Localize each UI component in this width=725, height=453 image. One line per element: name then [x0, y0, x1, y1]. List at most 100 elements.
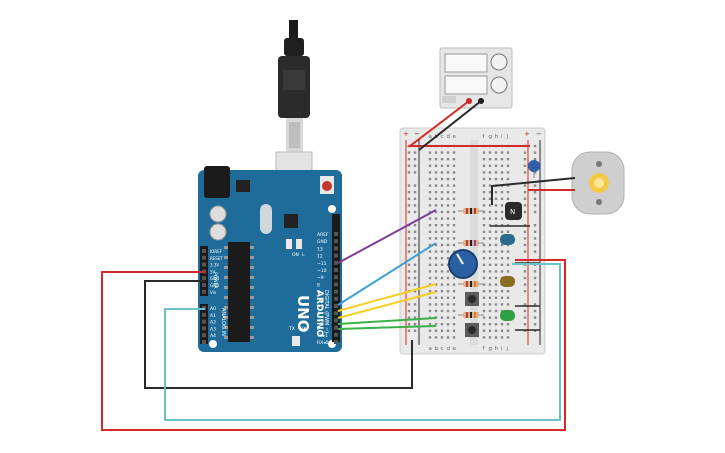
- led-blue: [500, 234, 515, 245]
- breadboard-hole: [452, 323, 456, 326]
- breadboard-hole: [446, 210, 450, 214]
- breadboard-hole: [494, 204, 498, 207]
- rail-hole: [533, 144, 537, 148]
- breadboard-hole: [452, 151, 456, 154]
- breadboard-hole: [440, 171, 444, 174]
- rail-hole: [413, 197, 417, 200]
- breadboard-hole: [446, 224, 450, 227]
- wires: [101, 100, 576, 431]
- rail-hole: [523, 237, 527, 240]
- board-model-label: UNO: [294, 295, 312, 333]
- analog-header: [200, 304, 208, 344]
- digital-pin-label: 7: [317, 290, 320, 296]
- breadboard-hole: [488, 257, 492, 260]
- rail-hole: [413, 191, 417, 194]
- breadboard-hole: [488, 250, 492, 253]
- rail-hole: [523, 151, 527, 154]
- breadboard-hole: [494, 151, 498, 154]
- breadboard-holes: [407, 144, 537, 339]
- breadboard-hole: [452, 237, 456, 240]
- breadboard-hole: [500, 204, 504, 207]
- breadboard-hole: [440, 336, 444, 339]
- breadboard-column-label: a: [429, 346, 432, 352]
- breadboard-hole: [428, 237, 432, 240]
- breadboard-hole: [452, 217, 456, 220]
- rail-hole: [407, 316, 411, 319]
- breadboard-hole: [434, 158, 438, 161]
- power-pin-label: 5V: [210, 269, 216, 274]
- rail-hole: [413, 158, 417, 161]
- breadboard-hole: [488, 296, 492, 299]
- breadboard-hole: [434, 177, 438, 181]
- breadboard-hole: [494, 197, 498, 200]
- breadboard-column-label: e: [453, 134, 457, 140]
- breadboard-hole: [506, 250, 510, 253]
- breadboard-hole: [494, 171, 498, 174]
- breadboard-hole: [446, 323, 450, 326]
- breadboard-hole: [428, 276, 432, 280]
- breadboard-hole: [440, 224, 444, 227]
- breadboard-column-label: j: [506, 134, 509, 140]
- rail-hole: [413, 210, 417, 214]
- breadboard-hole: [440, 158, 444, 161]
- breadboard-hole: [488, 303, 492, 306]
- rail-hole: [407, 230, 411, 233]
- power-pin-label: IOREF: [210, 249, 223, 254]
- breadboard-hole: [488, 224, 492, 227]
- rail-hole: [523, 230, 527, 233]
- rail-hole: [407, 270, 411, 273]
- breadboard-hole: [434, 316, 438, 319]
- breadboard-hole: [428, 184, 432, 187]
- wire-5v-red: [101, 259, 566, 431]
- breadboard-column-label: c: [441, 134, 444, 140]
- breadboard-hole: [482, 230, 486, 233]
- breadboard-hole: [434, 250, 438, 253]
- breadboard-hole: [446, 336, 450, 339]
- analog-pin: [202, 312, 206, 317]
- breadboard-hole: [440, 263, 444, 266]
- breadboard-hole: [494, 329, 498, 332]
- breadboard-hole: [440, 296, 444, 299]
- breadboard-hole: [446, 263, 450, 266]
- digital-pin: [334, 268, 338, 272]
- rail-hole: [407, 263, 411, 266]
- breadboard-hole: [434, 191, 438, 194]
- rail-hole: [533, 204, 537, 207]
- breadboard-hole: [428, 177, 432, 181]
- rail-hole: [407, 191, 411, 194]
- breadboard-hole: [482, 151, 486, 154]
- rail-hole: [407, 237, 411, 240]
- resistor-1: [458, 208, 484, 214]
- breadboard-hole: [488, 237, 492, 240]
- breadboard-hole: [488, 323, 492, 326]
- breadboard-hole: [440, 237, 444, 240]
- breadboard-hole: [488, 191, 492, 194]
- rail-hole: [523, 171, 527, 174]
- breadboard-hole: [446, 303, 450, 306]
- breadboard-hole: [434, 296, 438, 299]
- breadboard-hole: [500, 296, 504, 299]
- breadboard-hole: [452, 191, 456, 194]
- breadboard-hole: [500, 210, 504, 214]
- breadboard-hole: [494, 243, 498, 247]
- breadboard-hole: [452, 303, 456, 306]
- led-green: [500, 310, 515, 321]
- led-yellow: [500, 276, 515, 287]
- digital-pin-label: ~9: [317, 275, 324, 281]
- capacitor: [528, 160, 540, 172]
- rail-hole: [533, 276, 537, 280]
- breadboard-hole: [500, 290, 504, 293]
- breadboard-hole: [488, 290, 492, 293]
- breadboard-hole: [488, 217, 492, 220]
- rail-hole: [413, 184, 417, 187]
- breadboard-hole: [488, 230, 492, 233]
- breadboard-hole: [494, 309, 498, 313]
- breadboard-hole: [428, 171, 432, 174]
- breadboard-hole: [434, 164, 438, 167]
- digital-pin-label: ~5: [317, 304, 324, 310]
- breadboard-hole: [452, 276, 456, 280]
- breadboard-hole: [500, 224, 504, 227]
- wire-pin-3-green: [337, 317, 437, 325]
- rail-hole: [413, 323, 417, 326]
